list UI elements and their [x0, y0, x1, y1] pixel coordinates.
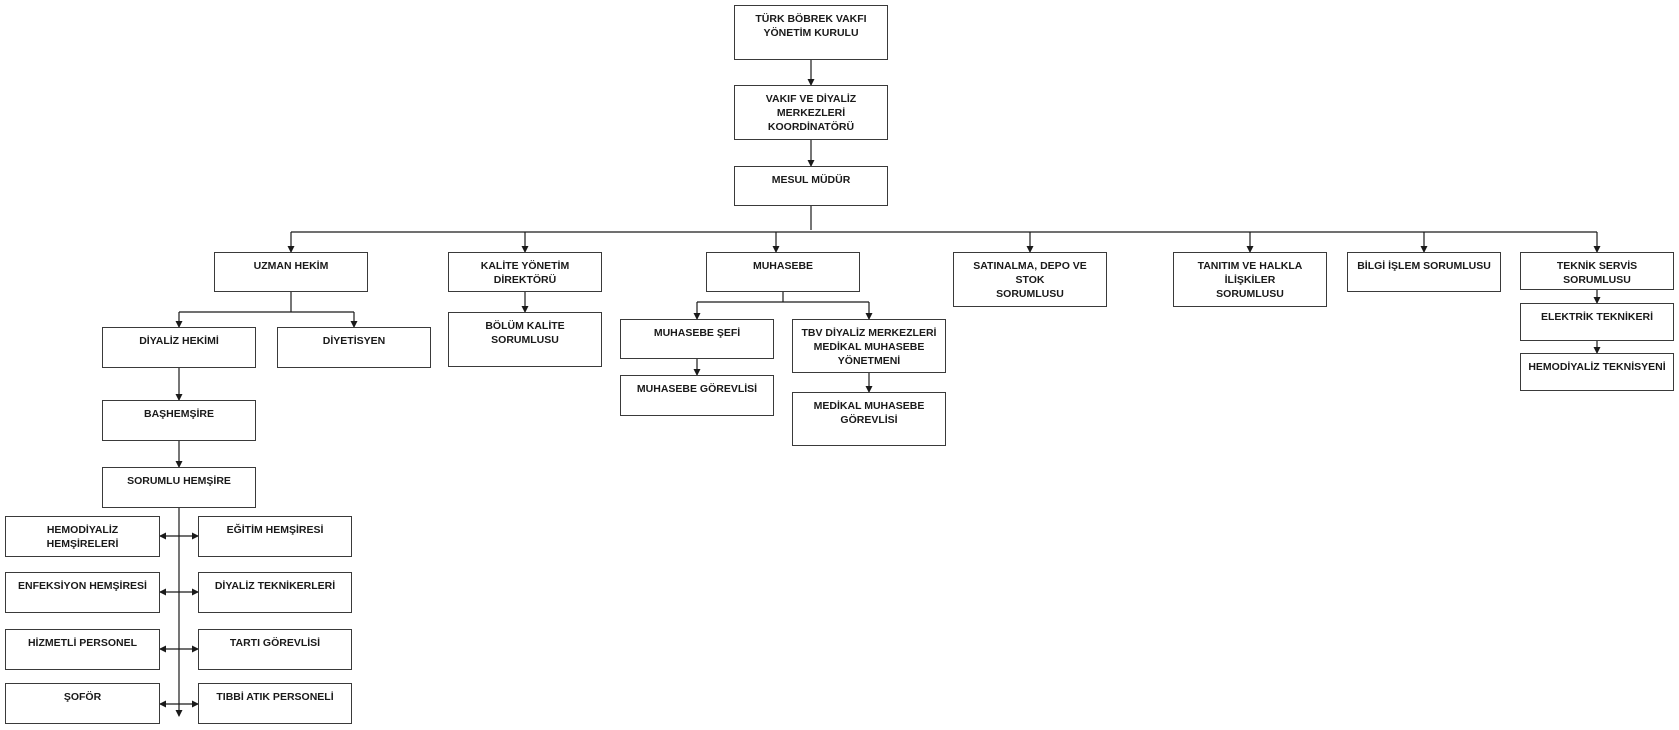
- node-tibbi-atik: TIBBİ ATIK PERSONELİ: [198, 683, 352, 724]
- node-coordinator: VAKIF VE DİYALİZ MERKEZLERİ KOORDİNATÖRÜ: [734, 85, 888, 140]
- node-uzman-hekim: UZMAN HEKİM: [214, 252, 368, 292]
- node-kalite-direktoru: KALİTE YÖNETİM DİREKTÖRÜ: [448, 252, 602, 292]
- node-diyaliz-teknikerleri: DİYALİZ TEKNİKERLERİ: [198, 572, 352, 613]
- node-bilgi-islem: BİLGİ İŞLEM SORUMLUSU: [1347, 252, 1501, 292]
- node-muhasebe: MUHASEBE: [706, 252, 860, 292]
- node-hizmetli-personel: HİZMETLİ PERSONEL: [5, 629, 160, 670]
- node-muhasebe-sefi: MUHASEBE ŞEFİ: [620, 319, 774, 359]
- node-tanitim: TANITIM VE HALKLA İLİŞKİLER SORUMLUSU: [1173, 252, 1327, 307]
- node-satinalma: SATINALMA, DEPO VE STOK SORUMLUSU: [953, 252, 1107, 307]
- node-muhasebe-gorevlisi: MUHASEBE GÖREVLİSİ: [620, 375, 774, 416]
- node-board: TÜRK BÖBREK VAKFI YÖNETİM KURULU: [734, 5, 888, 60]
- node-diyaliz-hekimi: DİYALİZ HEKİMİ: [102, 327, 256, 368]
- node-tbv-medikal: TBV DİYALİZ MERKEZLERİ MEDİKAL MUHASEBE …: [792, 319, 946, 373]
- node-sofor: ŞOFÖR: [5, 683, 160, 724]
- node-medikal-gorevlisi: MEDİKAL MUHASEBE GÖREVLİSİ: [792, 392, 946, 446]
- node-diyetisyen: DİYETİSYEN: [277, 327, 431, 368]
- node-bashemsire: BAŞHEMŞİRE: [102, 400, 256, 441]
- node-egitim-hemsiresi: EĞİTİM HEMŞİRESİ: [198, 516, 352, 557]
- node-elektrik-teknikeri: ELEKTRİK TEKNİKERİ: [1520, 303, 1674, 341]
- node-enfeksiyon-hemsiresi: ENFEKSİYON HEMŞİRESİ: [5, 572, 160, 613]
- node-tarti-gorevlisi: TARTI GÖREVLİSİ: [198, 629, 352, 670]
- node-hemodiyaliz-hemsireleri: HEMODİYALİZ HEMŞİRELERİ: [5, 516, 160, 557]
- node-teknik-servis: TEKNİK SERVİS SORUMLUSU: [1520, 252, 1674, 290]
- node-sorumlu-hemsire: SORUMLU HEMŞİRE: [102, 467, 256, 508]
- node-mesul-mudur: MESUL MÜDÜR: [734, 166, 888, 206]
- node-hemodiyaliz-teknisyeni: HEMODİYALİZ TEKNİSYENİ: [1520, 353, 1674, 391]
- node-bolum-kalite: BÖLÜM KALİTE SORUMLUSU: [448, 312, 602, 367]
